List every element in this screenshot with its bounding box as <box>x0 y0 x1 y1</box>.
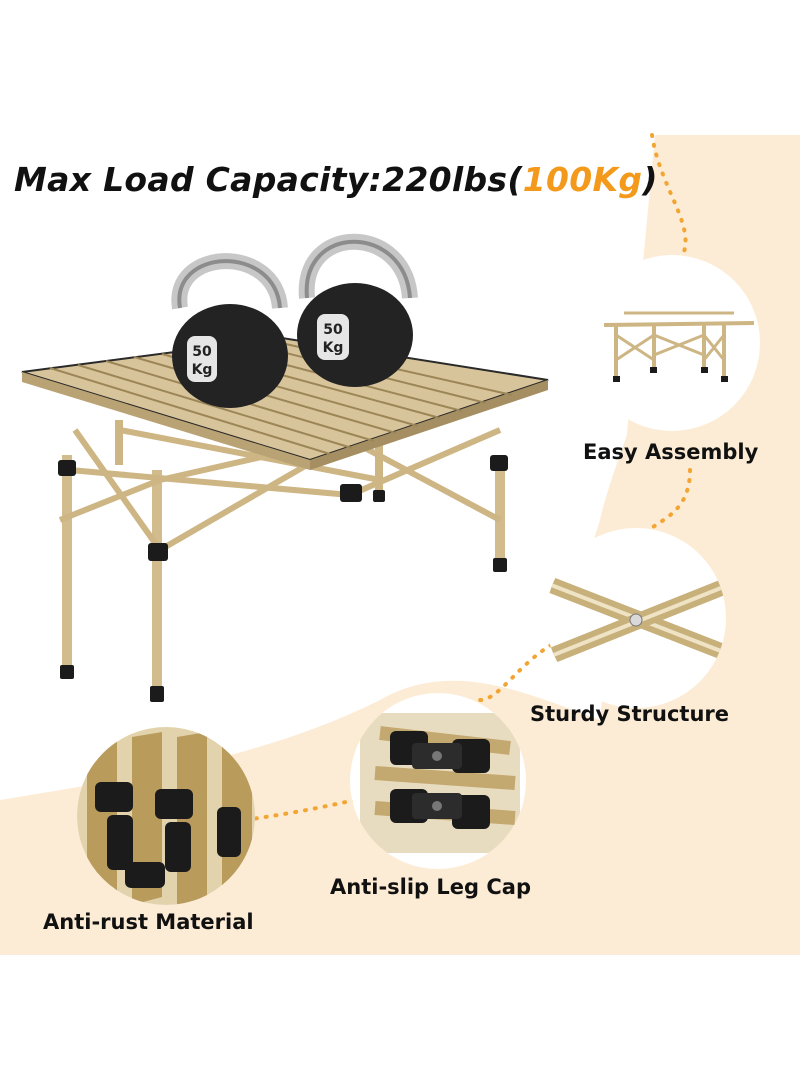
folded-table-frame-icon <box>603 311 755 382</box>
feature-sturdy-structure-image <box>546 528 726 708</box>
kettlebells: 50 Kg 50 Kg <box>171 233 418 408</box>
kettlebell-left-weight: 50 <box>192 344 212 360</box>
crossed-tubes-icon <box>546 575 726 666</box>
kettlebell-right-weight: 50 <box>323 322 343 338</box>
feature-sturdy-structure-label: Sturdy Structure <box>530 702 730 726</box>
table-illustration <box>21 336 549 702</box>
kettlebell-left <box>171 253 288 408</box>
feature-anti-rust-label: Anti-rust Material <box>43 910 254 934</box>
feature-leg-cap-image <box>350 693 526 869</box>
feature-anti-rust-image <box>77 727 255 905</box>
white-footer <box>0 955 800 1091</box>
headline-prefix: Max Load Capacity:220lbs( <box>14 160 523 199</box>
kettlebell-right-unit: Kg <box>323 340 344 356</box>
headline-suffix: ) <box>642 160 658 199</box>
kettlebell-left-unit: Kg <box>192 362 213 378</box>
headline-accent: 100Kg <box>522 160 643 199</box>
dotted-line-structure <box>478 638 562 702</box>
dotted-line-top <box>650 133 688 262</box>
feature-easy-assembly-image <box>584 255 760 431</box>
kettlebell-right <box>297 233 418 387</box>
feature-easy-assembly-label: Easy Assembly <box>583 440 759 464</box>
headline: Max Load Capacity:220lbs(100Kg) <box>14 160 658 199</box>
dotted-line-assembly <box>638 468 692 542</box>
dotted-line-legcap <box>243 798 357 822</box>
leg-caps-icon <box>360 713 520 853</box>
feature-leg-cap-label: Anti-slip Leg Cap <box>330 875 531 899</box>
aluminum-slats-icon <box>77 727 255 905</box>
